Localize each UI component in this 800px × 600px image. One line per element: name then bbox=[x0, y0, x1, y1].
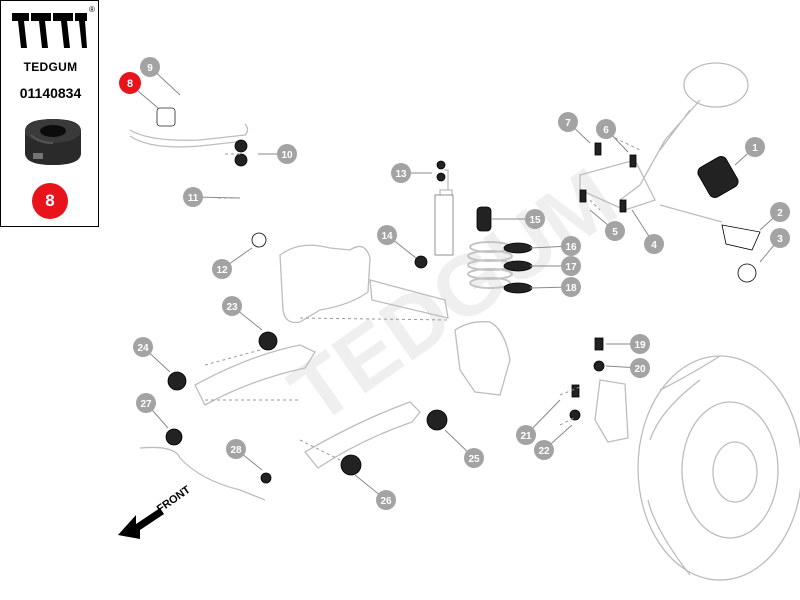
callout-28-circle bbox=[226, 439, 246, 459]
callout-11-circle bbox=[183, 187, 203, 207]
product-info-panel: ® TEDGUM 01140834 8 bbox=[0, 0, 99, 227]
callout-12-circle bbox=[212, 259, 232, 279]
callout-20-label: 20 bbox=[634, 364, 646, 375]
front-arrow-icon bbox=[118, 508, 164, 539]
callout-17-circle bbox=[561, 256, 581, 276]
callout-11-label: 11 bbox=[188, 193, 199, 204]
callout-2-circle bbox=[770, 202, 790, 222]
callout-13-circle bbox=[391, 163, 411, 183]
callout-15-label: 15 bbox=[529, 215, 541, 226]
callout-25-circle bbox=[464, 448, 484, 468]
callout-5-label: 5 bbox=[612, 227, 618, 238]
callout-19-circle bbox=[630, 334, 650, 354]
callout-13-label: 13 bbox=[395, 169, 407, 180]
bushing-product-image bbox=[25, 119, 81, 165]
callout-22-label: 22 bbox=[538, 446, 550, 457]
callout-28-label: 28 bbox=[230, 445, 242, 456]
callout-4-circle bbox=[644, 234, 664, 254]
callout-19-label: 19 bbox=[634, 340, 646, 351]
callout-27-circle bbox=[136, 393, 156, 413]
callout-6-label: 6 bbox=[603, 125, 609, 136]
callout-18-label: 18 bbox=[565, 283, 577, 294]
callout-24-circle bbox=[133, 337, 153, 357]
callout-5-circle bbox=[605, 221, 625, 241]
callout-3-circle bbox=[770, 228, 790, 248]
callout-6-circle bbox=[596, 119, 616, 139]
callout-24-label: 24 bbox=[137, 343, 149, 354]
callout-10-label: 10 bbox=[281, 150, 293, 161]
callout-1-label: 1 bbox=[752, 143, 758, 154]
watermark: TEDGUM bbox=[273, 150, 633, 442]
callout-1-circle bbox=[745, 137, 765, 157]
callout-7-label: 7 bbox=[565, 118, 571, 129]
callout-25-label: 25 bbox=[468, 454, 480, 465]
part-number: 01140834 bbox=[19, 85, 82, 101]
callout-22-circle bbox=[534, 440, 554, 460]
callout-4-label: 4 bbox=[651, 240, 657, 251]
callout-26-label: 26 bbox=[380, 496, 392, 507]
callout-2-label: 2 bbox=[777, 208, 783, 219]
callout-8-label: 8 bbox=[127, 78, 133, 90]
callout-18-circle bbox=[561, 277, 581, 297]
callout-8-highlight bbox=[119, 72, 141, 94]
callout-16-label: 16 bbox=[565, 242, 577, 253]
callout-12-label: 12 bbox=[216, 265, 228, 276]
callout-3-label: 3 bbox=[777, 234, 783, 245]
callout-9-label: 9 bbox=[147, 63, 153, 74]
tedgum-logo bbox=[12, 13, 87, 48]
brand-name: TEDGUM bbox=[23, 60, 78, 74]
callout-9-circle bbox=[140, 57, 160, 77]
front-label: FRONT bbox=[155, 484, 193, 516]
callout-21-circle bbox=[516, 425, 536, 445]
callout-20-circle bbox=[630, 358, 650, 378]
callout-10-circle bbox=[277, 144, 297, 164]
registered-mark: ® bbox=[89, 5, 95, 14]
callout-21-label: 21 bbox=[520, 431, 532, 442]
callout-7-circle bbox=[558, 112, 578, 132]
highlight-badge: 8 bbox=[32, 183, 68, 219]
callout-27-label: 27 bbox=[140, 399, 152, 410]
callout-23-circle bbox=[222, 296, 242, 316]
callout-14-circle bbox=[377, 225, 397, 245]
callout-16-circle bbox=[561, 236, 581, 256]
callout-26-circle bbox=[376, 490, 396, 510]
callout-14-label: 14 bbox=[381, 231, 393, 242]
callout-17-label: 17 bbox=[565, 262, 577, 273]
callout-15-circle bbox=[525, 209, 545, 229]
callout-23-label: 23 bbox=[226, 302, 238, 313]
